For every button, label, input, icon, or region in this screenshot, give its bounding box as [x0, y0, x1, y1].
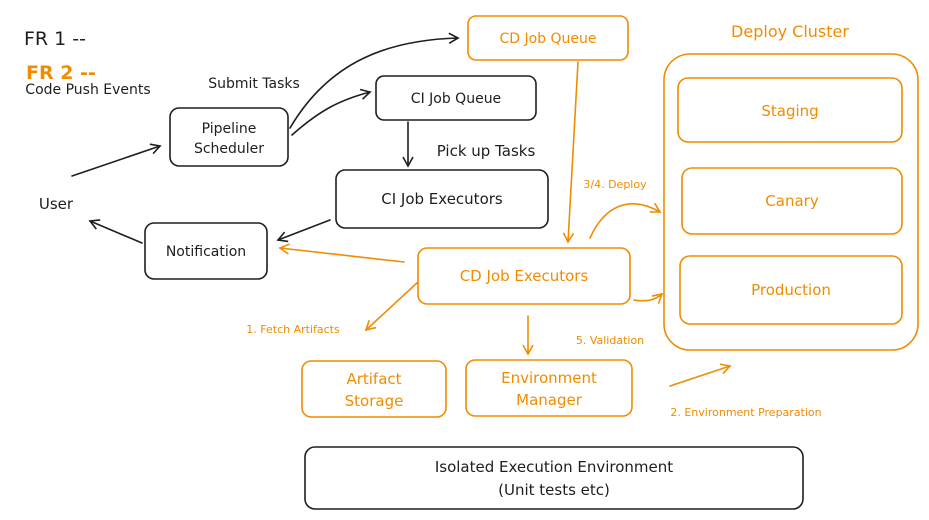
- ci-job-executors-node[interactable]: CI Job Executors: [335, 169, 549, 229]
- ci-job-queue-label: CI Job Queue: [411, 91, 501, 107]
- arrow-env-preparation-to-cluster: [669, 363, 732, 387]
- user-label: User: [39, 195, 74, 213]
- fr1-heading: FR 1 --: [24, 28, 86, 50]
- validation-label: 5. Validation: [576, 334, 644, 347]
- cd-job-executors-node[interactable]: CD Job Executors: [417, 247, 631, 305]
- ci-job-executors-label: CI Job Executors: [381, 190, 503, 208]
- arrow-deploy-to-cluster: [589, 202, 662, 239]
- pipeline-scheduler-line-1: Pipeline: [202, 121, 257, 137]
- arrow-ci-executors-to-notification: [276, 219, 331, 243]
- pick-up-tasks-label: Pick up Tasks: [437, 142, 536, 160]
- pipeline-scheduler-line-2: Scheduler: [194, 141, 264, 157]
- arrow-cd-executors-to-artifacts: [364, 281, 419, 332]
- cd-job-queue-node[interactable]: CD Job Queue: [467, 15, 629, 61]
- canary-label: Canary: [765, 192, 819, 210]
- staging-node[interactable]: Staging: [677, 77, 903, 143]
- cd-job-queue-label: CD Job Queue: [499, 31, 596, 47]
- notification-label: Notification: [166, 244, 246, 260]
- fr2-heading: FR 2 --: [26, 62, 96, 84]
- isolated-execution-environment-node[interactable]: Isolated Execution Environment (Unit tes…: [304, 446, 804, 510]
- arrow-scheduler-to-ci-queue: [291, 88, 372, 136]
- notification-node[interactable]: Notification: [144, 222, 268, 280]
- deploy-edge-label: 3/4. Deploy: [583, 178, 647, 191]
- environment-manager-line-1: Environment: [501, 369, 597, 387]
- submit-tasks-label: Submit Tasks: [208, 76, 300, 92]
- deploy-cluster-container: [663, 53, 919, 351]
- arrow-validation-to-cluster: [633, 292, 664, 304]
- environment-preparation-label: 2. Environment Preparation: [670, 406, 821, 419]
- artifact-storage-line-2: Storage: [345, 392, 404, 410]
- canary-node[interactable]: Canary: [681, 167, 903, 235]
- deploy-cluster-title: Deploy Cluster: [731, 22, 849, 41]
- artifact-storage-node[interactable]: Artifact Storage: [301, 360, 447, 418]
- arrow-cd-queue-to-executors: [562, 61, 579, 244]
- production-label: Production: [751, 281, 831, 299]
- isolated-env-line-2: (Unit tests etc): [498, 481, 610, 499]
- production-node[interactable]: Production: [679, 255, 903, 325]
- cd-job-executors-label: CD Job Executors: [460, 267, 589, 285]
- environment-manager-node[interactable]: Environment Manager: [465, 359, 633, 417]
- artifact-storage-line-1: Artifact: [346, 370, 401, 388]
- fetch-artifacts-label: 1. Fetch Artifacts: [246, 323, 340, 336]
- arrow-cd-executors-to-notification: [278, 243, 405, 263]
- ci-job-queue-node[interactable]: CI Job Queue: [375, 75, 537, 121]
- isolated-env-line-1: Isolated Execution Environment: [435, 458, 673, 476]
- code-push-events-label: Code Push Events: [25, 82, 150, 98]
- arrow-user-to-scheduler: [71, 143, 162, 177]
- environment-manager-line-2: Manager: [516, 391, 583, 409]
- arrow-scheduler-to-cd-queue: [289, 32, 460, 129]
- staging-label: Staging: [761, 102, 818, 120]
- arrow-notification-to-user: [88, 219, 143, 244]
- pipeline-scheduler-node[interactable]: Pipeline Scheduler: [169, 107, 289, 167]
